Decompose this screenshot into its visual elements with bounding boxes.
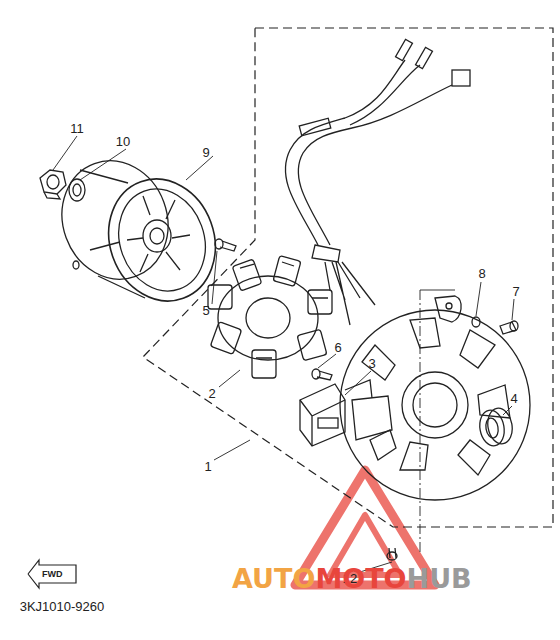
- direction-arrow: FWD: [28, 560, 77, 588]
- callout-number: 3: [368, 357, 375, 370]
- callout-number: 6: [334, 341, 341, 354]
- assembly-boundary: [143, 28, 553, 527]
- stator-coil: [208, 256, 332, 378]
- callout-number: 5: [202, 304, 209, 317]
- oil-seal: [477, 406, 515, 448]
- watermark: MOTO: [315, 565, 406, 592]
- screw: [215, 239, 236, 251]
- callout-number: 4: [510, 392, 517, 405]
- flywheel-rotor: [46, 146, 232, 316]
- callout-number: 7: [512, 285, 519, 298]
- callout-number: 9: [202, 146, 209, 159]
- pickup-coil: [300, 380, 372, 446]
- callout-number: 2: [208, 387, 215, 400]
- callout-number: 8: [478, 267, 485, 280]
- screw: [312, 369, 332, 380]
- part-code: 3KJ1010-9260: [20, 600, 105, 613]
- direction-label: FWD: [28, 564, 77, 584]
- wire-harness: [285, 39, 470, 325]
- callout-number: 11: [70, 122, 84, 135]
- callout-number: 10: [116, 135, 130, 148]
- nut: [40, 170, 66, 199]
- stator-base-plate: [340, 310, 530, 500]
- screw: [387, 548, 397, 560]
- watermark: AUTO: [232, 565, 315, 592]
- leader-lines: [53, 136, 514, 572]
- callout-number: 1: [204, 460, 211, 473]
- watermark: HUB: [407, 565, 472, 592]
